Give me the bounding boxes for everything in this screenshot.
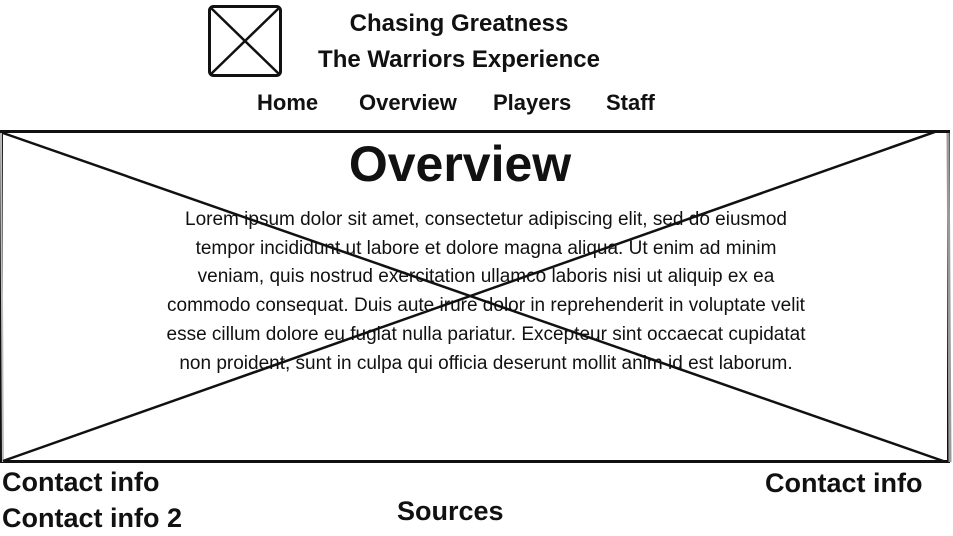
hero-image-placeholder <box>0 130 953 464</box>
contact-info: Contact info <box>2 467 160 497</box>
contact-info-right: Contact info <box>765 468 923 498</box>
nav-link-staff[interactable]: Staff <box>606 90 655 115</box>
logo-image-placeholder <box>208 5 282 77</box>
page-heading: Overview <box>348 136 572 192</box>
image-placeholder-icon <box>0 130 952 464</box>
nav-link-home[interactable]: Home <box>257 90 319 115</box>
image-placeholder-icon <box>208 5 282 77</box>
nav-link-players[interactable]: Players <box>493 90 572 115</box>
overview-body-text: Lorem ipsum dolor sit amet, consectetur … <box>166 209 806 374</box>
contact-info-2: Contact info 2 <box>2 503 182 533</box>
site-subtitle: The Warriors Experience <box>318 46 600 73</box>
nav-link-overview[interactable]: Overview <box>359 90 457 115</box>
sources-link[interactable]: Sources <box>397 496 504 526</box>
site-title: Chasing Greatness <box>349 10 569 37</box>
main-nav: Home Overview Players Staff <box>0 89 953 117</box>
